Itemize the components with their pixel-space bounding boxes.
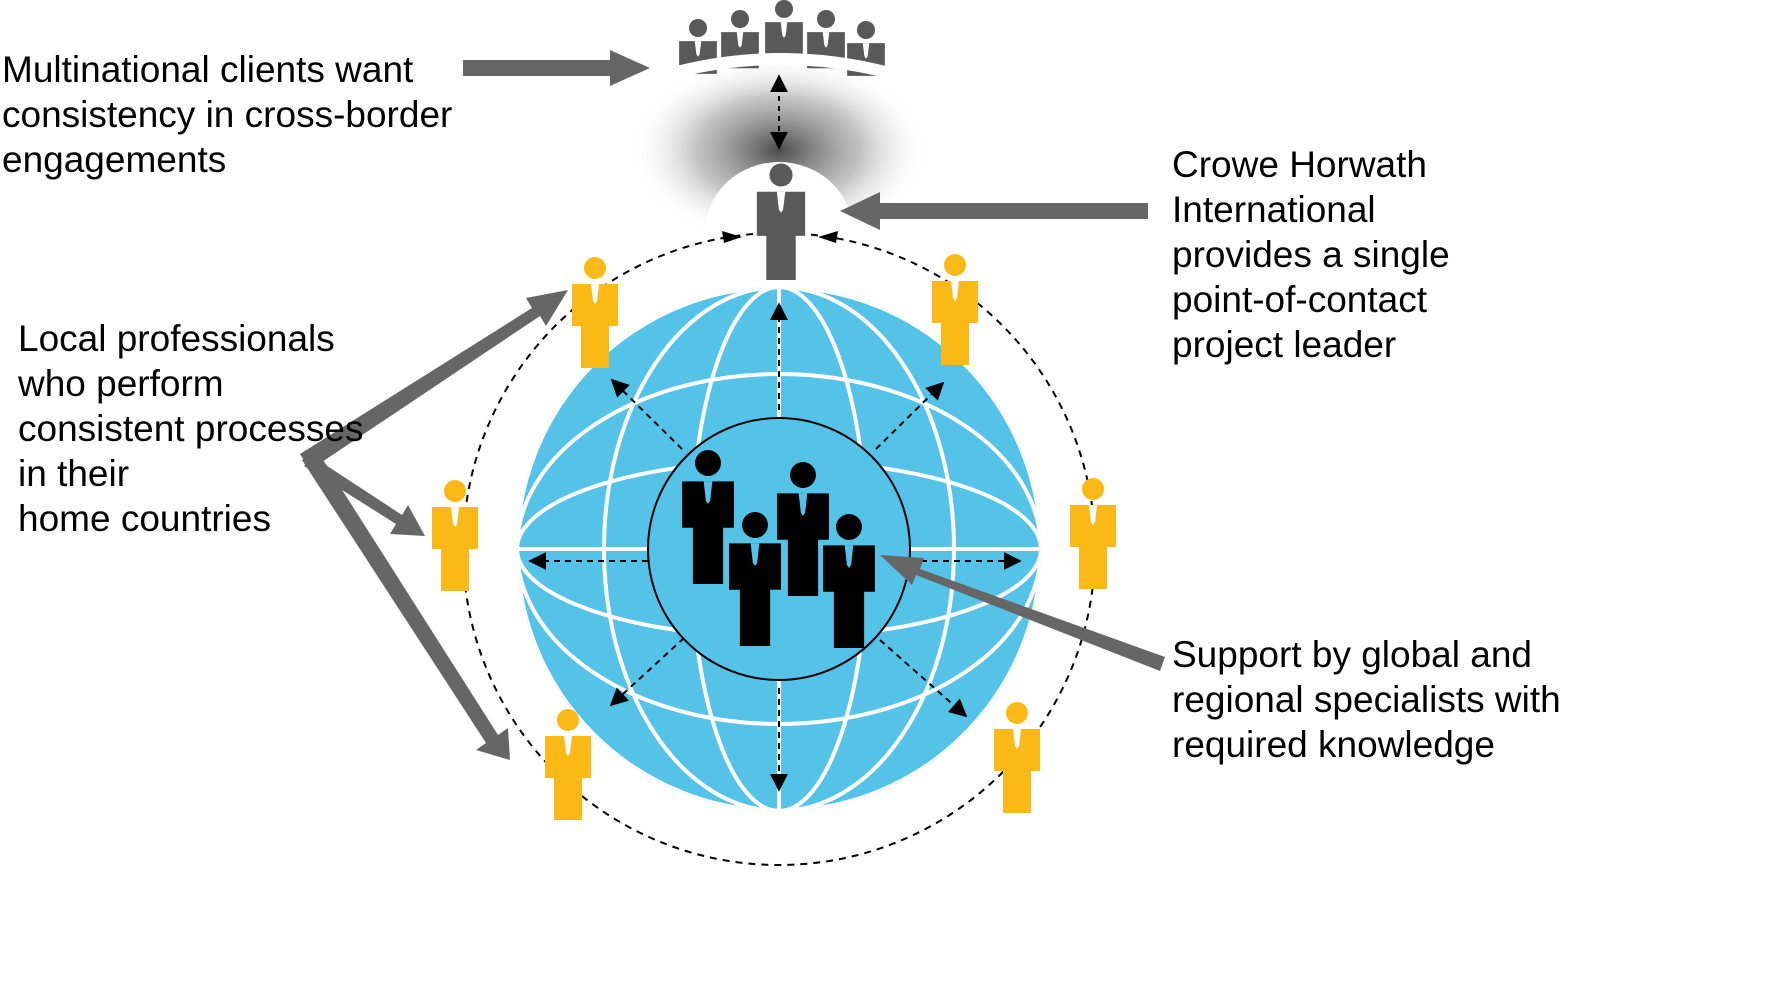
person-icon bbox=[545, 709, 591, 820]
arrow-clients bbox=[463, 50, 650, 86]
support-label: Support by global and regional specialis… bbox=[1172, 632, 1561, 767]
local-professionals bbox=[432, 254, 1116, 820]
support-label-line: required knowledge bbox=[1172, 724, 1495, 765]
local-label-line: Local professionals bbox=[18, 318, 335, 359]
local-professionals-label: Local professionals who perform consiste… bbox=[18, 316, 364, 541]
person-icon bbox=[1070, 478, 1116, 589]
client-group-icon bbox=[676, 0, 886, 78]
radial-arrows bbox=[528, 302, 1022, 792]
leader-label-line: provides a single bbox=[1172, 234, 1450, 275]
leader-label: Crowe Horwath International provides a s… bbox=[1172, 142, 1450, 367]
clients-label: Multinational clients want consistency i… bbox=[2, 47, 452, 182]
leader-label-line: International bbox=[1172, 189, 1376, 230]
callout-arrows bbox=[300, 50, 1165, 760]
leader-person-icon bbox=[756, 163, 806, 280]
clients-label-line: Multinational clients want bbox=[2, 49, 414, 90]
support-label-line: regional specialists with bbox=[1172, 679, 1561, 720]
local-label-line: home countries bbox=[18, 498, 271, 539]
arrow-support bbox=[880, 555, 1165, 671]
local-label-line: in their bbox=[18, 453, 130, 494]
arrow-local-2 bbox=[304, 456, 425, 536]
local-label-line: consistent processes bbox=[18, 408, 364, 449]
specialists-icon bbox=[682, 450, 875, 648]
clients-label-line: engagements bbox=[2, 139, 227, 180]
leader-label-line: point-of-contact bbox=[1172, 279, 1428, 320]
leader-halo bbox=[629, 55, 929, 245]
local-label-line: who perform bbox=[18, 363, 224, 404]
person-icon bbox=[932, 254, 978, 365]
person-icon bbox=[994, 702, 1040, 813]
arrow-local-1 bbox=[300, 290, 568, 470]
arrow-leader bbox=[840, 192, 1148, 230]
leader-label-line: project leader bbox=[1172, 324, 1397, 365]
person-icon bbox=[572, 257, 618, 368]
arrow-local-3 bbox=[302, 452, 510, 760]
clients-label-line: consistency in cross-border bbox=[2, 94, 453, 135]
person-icon bbox=[432, 480, 478, 591]
support-label-line: Support by global and bbox=[1172, 634, 1532, 675]
leader-label-line: Crowe Horwath bbox=[1172, 144, 1427, 185]
orbit-arrowheads bbox=[722, 231, 838, 243]
